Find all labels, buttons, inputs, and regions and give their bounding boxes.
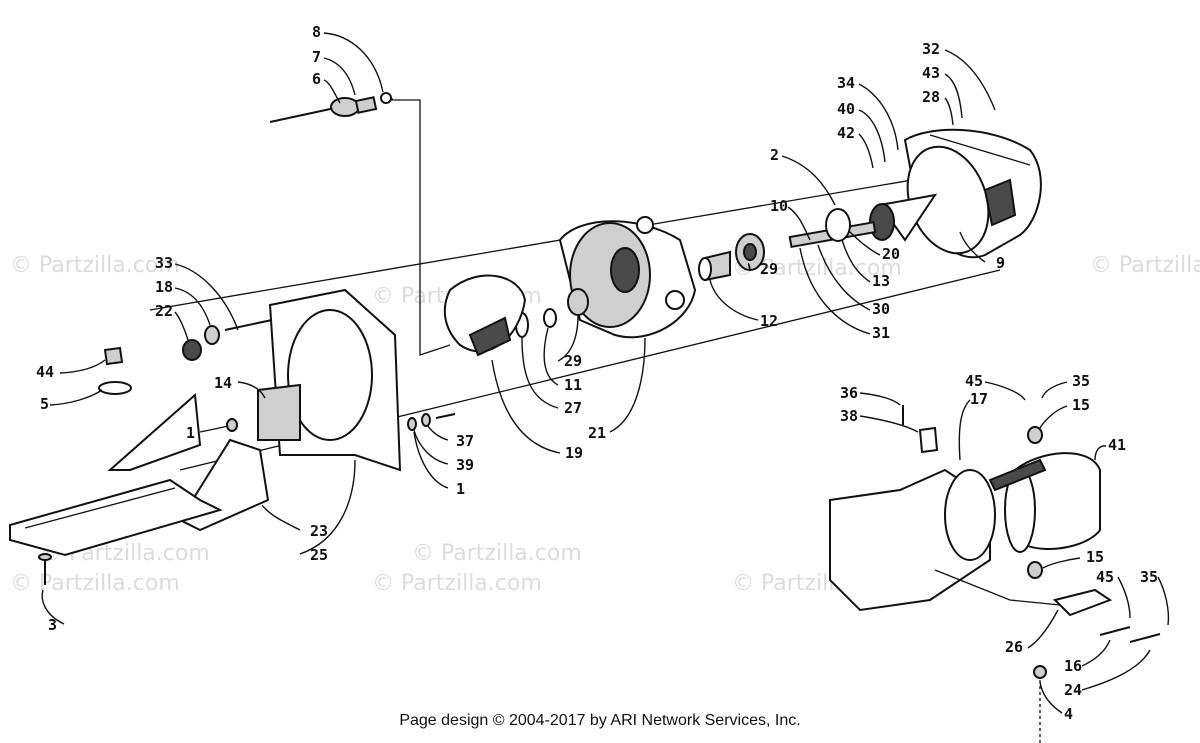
callout-34: 34 [837,74,855,92]
stud-and-nut [182,319,273,361]
callout-35-upper: 35 [1072,372,1090,390]
callout-35-lower: 35 [1140,568,1158,586]
callout-30: 30 [872,300,890,318]
callout-37: 37 [456,432,474,450]
callout-44: 44 [36,363,54,381]
callout-2: 2 [770,146,779,164]
callout-15-lower: 15 [1086,548,1104,566]
callout-3: 3 [48,616,57,634]
callout-21: 21 [588,424,606,442]
callout-7: 7 [312,48,321,66]
callout-24: 24 [1064,681,1082,699]
callout-31: 31 [872,324,890,342]
callout-26: 26 [1005,638,1023,656]
callout-38: 38 [840,407,858,425]
callout-22: 22 [155,302,173,320]
impeller-shaft [788,208,877,249]
callout-41: 41 [1108,436,1126,454]
callout-33: 33 [155,254,173,272]
callout-19: 19 [565,444,583,462]
callout-28: 28 [922,88,940,106]
callout-6: 6 [312,70,321,88]
watermark: © Partzilla.com [10,571,180,596]
callout-25: 25 [310,546,328,564]
callout-29-upper: 29 [760,260,778,278]
callout-11: 11 [564,376,582,394]
callout-18: 18 [155,278,173,296]
callout-17: 17 [970,390,988,408]
callout-32: 32 [922,40,940,58]
page-footer: Page design © 2004-2017 by ARI Network S… [399,712,801,729]
callout-36: 36 [840,384,858,402]
throttle-cable-assembly [269,92,392,123]
callout-16: 16 [1064,657,1082,675]
callout-27: 27 [564,399,582,417]
callout-23: 23 [310,522,328,540]
callout-1-left: 1 [186,424,195,442]
stator-housing [558,216,697,339]
callout-45-lower: 45 [1096,568,1114,586]
callout-14: 14 [214,374,232,392]
callout-12: 12 [760,312,778,330]
watermark: © Partzilla.com [412,541,582,566]
callout-15-upper: 15 [1072,396,1090,414]
fasteners [226,413,456,432]
intake-housing-plate [257,288,402,472]
callout-40: 40 [837,100,855,118]
steering-nozzle-inset [829,405,1161,743]
callout-5: 5 [40,395,49,413]
callout-13: 13 [872,272,890,290]
callout-43: 43 [922,64,940,82]
callout-labels: 8 7 6 32 43 28 34 40 42 2 10 20 13 30 31… [36,23,1158,723]
nut-and-washer [98,346,132,395]
leader-lines [41,32,1170,714]
callout-42: 42 [837,124,855,142]
impeller [443,274,527,357]
callout-1-right: 1 [456,480,465,498]
callout-45-upper: 45 [965,372,983,390]
screw [38,553,52,585]
callout-8: 8 [312,23,321,41]
callout-20: 20 [882,245,900,263]
pump-housing [903,128,1042,259]
bearings [698,233,765,282]
watermark: © Partzilla.com [372,571,542,596]
watermark: © Partzilla.com [1090,253,1200,278]
callout-29-lower: 29 [564,352,582,370]
intake-grate [9,392,270,557]
callout-39: 39 [456,456,474,474]
callout-10: 10 [770,197,788,215]
watermark: © Partzilla.com [10,253,180,278]
callout-4: 4 [1064,705,1073,723]
callout-9: 9 [996,254,1005,272]
